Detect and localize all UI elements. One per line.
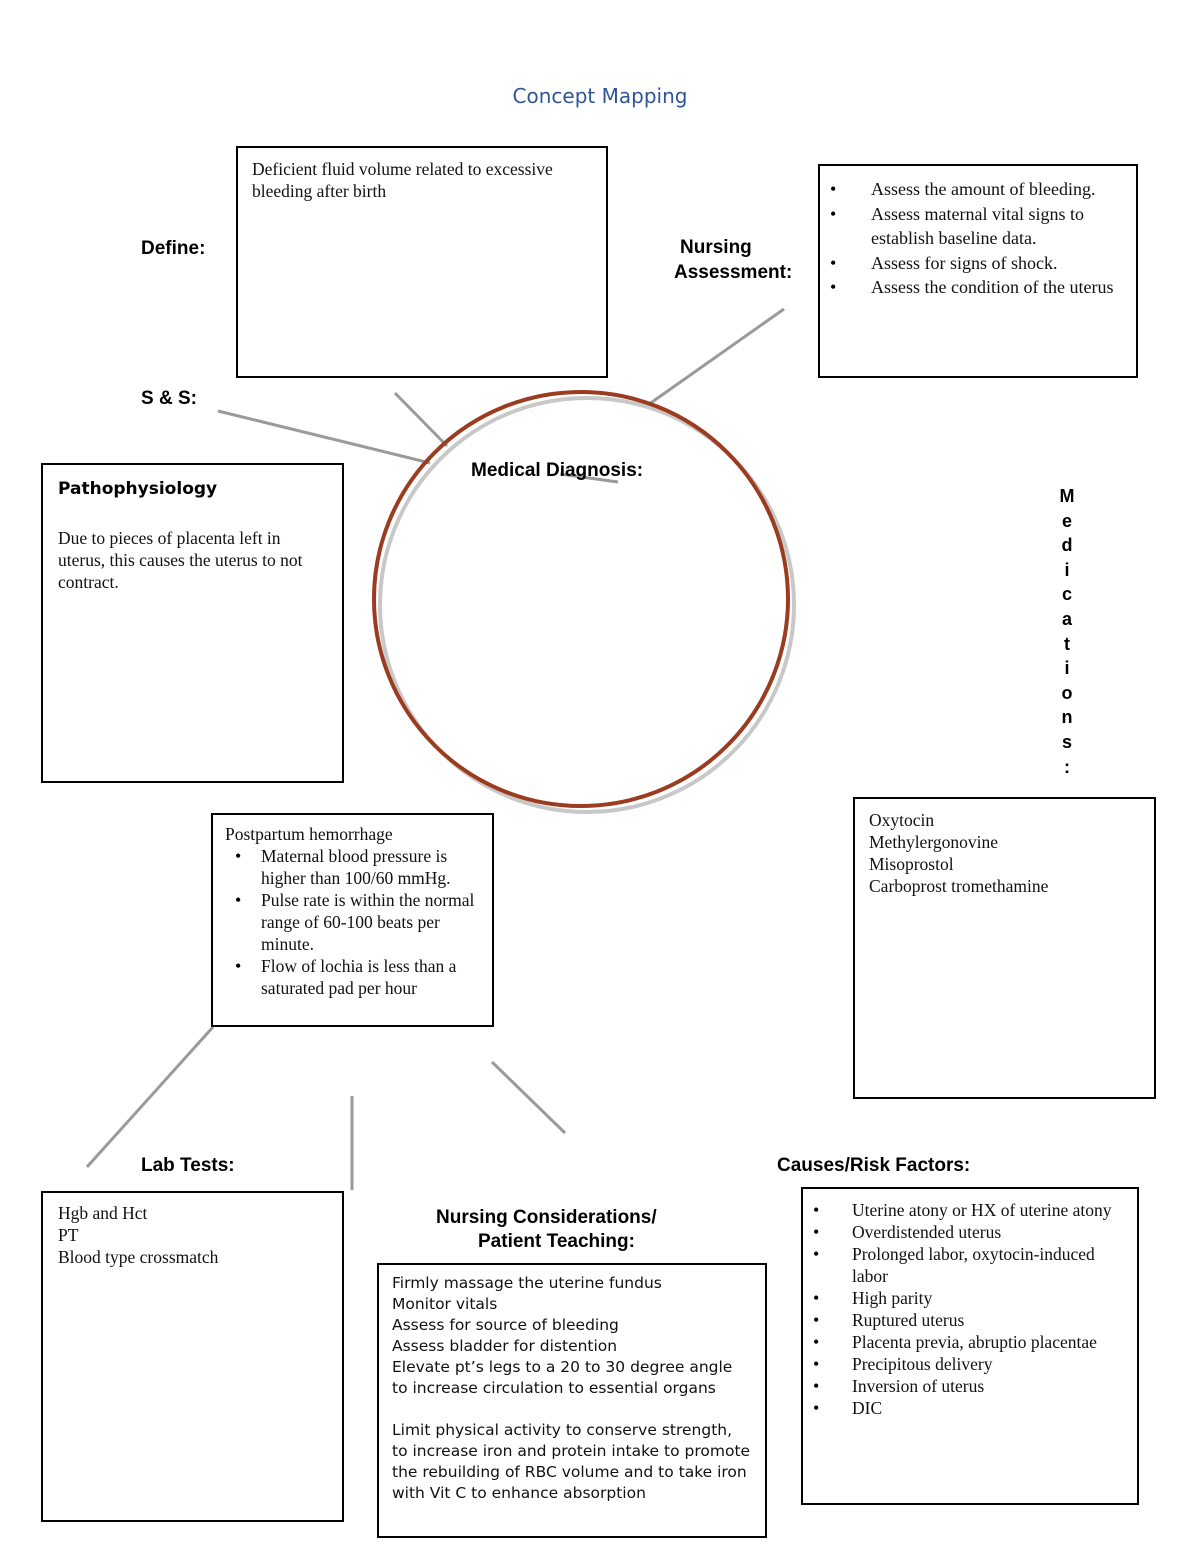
cause-item: Inversion of uterus: [803, 1375, 1117, 1397]
cause-item: Prolonged labor, oxytocin-induced labor: [803, 1243, 1117, 1287]
medical-diagnosis-label: Medical Diagnosis:: [471, 460, 644, 481]
cause-item: Overdistended uterus: [803, 1221, 1117, 1243]
nursing-assessment-label-line2: Assessment:: [674, 262, 793, 283]
medications-vertical-label: M e d i c a t i o n s :: [1057, 484, 1077, 779]
pathophysiology-box: Pathophysiology Due to pieces of placent…: [41, 463, 344, 783]
lab-item: Hgb and Hct: [58, 1203, 148, 1223]
medications-letter: M: [1059, 486, 1075, 506]
pathophysiology-heading: Pathophysiology: [58, 479, 218, 499]
s-and-s-label: S & S:: [141, 388, 197, 409]
consideration-line: Assess bladder for distention: [392, 1337, 618, 1355]
connector-causes: [490, 1060, 567, 1135]
medications-letter: i: [1064, 559, 1070, 580]
medications-box: Oxytocin Methylergonovine Misoprostol Ca…: [853, 797, 1156, 1099]
lab-item: Blood type crossmatch: [58, 1247, 219, 1267]
considerations-box: Firmly massage the uterine fundus Monito…: [377, 1263, 767, 1538]
medications-letter: a: [1061, 608, 1072, 629]
define-label: Define:: [141, 238, 206, 259]
outcome-item: Flow of lochia is less than a saturated …: [225, 955, 478, 999]
cause-item: Ruptured uterus: [803, 1309, 1117, 1331]
cause-item: Uterine atony or HX of uterine atony: [803, 1199, 1117, 1221]
consideration-line: Assess for source of bleeding: [392, 1316, 619, 1334]
outcome-item: Maternal blood pressure is higher than 1…: [225, 845, 478, 889]
consideration-line: Monitor vitals: [392, 1295, 498, 1313]
causes-box: Uterine atony or HX of uterine atony Ove…: [801, 1187, 1139, 1505]
medications-letter: c: [1061, 584, 1072, 605]
consideration-line: Firmly massage the uterine fundus: [392, 1274, 662, 1292]
cause-item: High parity: [803, 1287, 1117, 1309]
cause-item: Placenta previa, abruptio placentae: [803, 1331, 1117, 1353]
consideration-line: Elevate pt’s legs to a 20 to 30 degree a…: [392, 1358, 733, 1397]
causes-label: Causes/Risk Factors:: [777, 1155, 971, 1176]
cause-item: Precipitous delivery: [803, 1353, 1117, 1375]
medications-letter: :: [1064, 756, 1070, 777]
connector-lab: [85, 1025, 215, 1169]
diagnosis-circle: [378, 396, 796, 814]
nursing-assessment-label-line1: Nursing: [680, 237, 752, 258]
connector-diagnosis: [559, 472, 619, 484]
assessment-item: Assess the condition of the uterus: [820, 275, 1116, 300]
assessment-item: Assess the amount of bleeding.: [820, 177, 1116, 202]
connector-assessment: [644, 307, 785, 409]
diagnosis-circle-outline: [372, 390, 790, 808]
assessment-item: Assess maternal vital signs to establish…: [820, 202, 1116, 251]
define-text: Deficient fluid volume related to excess…: [252, 159, 553, 201]
lab-item: PT: [58, 1225, 79, 1245]
page-title: Concept Mapping: [512, 84, 688, 108]
assessment-list: Assess the amount of bleeding. Assess ma…: [820, 177, 1116, 300]
connector-ss: [217, 409, 431, 465]
define-box: Deficient fluid volume related to excess…: [236, 146, 608, 378]
medications-letter: s: [1061, 731, 1072, 752]
assessment-box: Assess the amount of bleeding. Assess ma…: [818, 164, 1138, 378]
cause-item: DIC: [803, 1397, 1117, 1419]
assessment-item: Assess for signs of shock.: [820, 251, 1116, 276]
outcome-item: Pulse rate is within the normal range of…: [225, 889, 478, 955]
outcome-heading: Postpartum hemorrhage: [225, 824, 393, 844]
medications-letter: o: [1061, 682, 1073, 703]
medication-item: Methylergonovine: [869, 832, 998, 852]
nursing-considerations-label-line2: Patient Teaching:: [478, 1231, 635, 1252]
medications-letter: n: [1061, 707, 1073, 728]
outcome-box: Postpartum hemorrhage Maternal blood pre…: [211, 813, 494, 1027]
medication-item: Misoprostol: [869, 854, 954, 874]
causes-list: Uterine atony or HX of uterine atony Ove…: [803, 1199, 1117, 1419]
medications-letter: d: [1061, 535, 1073, 556]
medication-item: Oxytocin: [869, 810, 935, 830]
medications-letter: t: [1064, 633, 1070, 654]
nursing-considerations-label-line1: Nursing Considerations/: [436, 1207, 657, 1228]
outcome-list: Maternal blood pressure is higher than 1…: [225, 845, 478, 999]
connector-define: [393, 391, 449, 448]
medication-item: Carboprost tromethamine: [869, 876, 1049, 896]
medications-letter: e: [1061, 510, 1072, 531]
lab-tests-box: Hgb and Hct PT Blood type crossmatch: [41, 1191, 344, 1522]
pathophysiology-text: Due to pieces of placenta left in uterus…: [58, 528, 303, 592]
lab-tests-label: Lab Tests:: [141, 1155, 235, 1176]
consideration-paragraph: Limit physical activity to conserve stre…: [392, 1421, 751, 1502]
medications-letter: i: [1064, 658, 1070, 679]
